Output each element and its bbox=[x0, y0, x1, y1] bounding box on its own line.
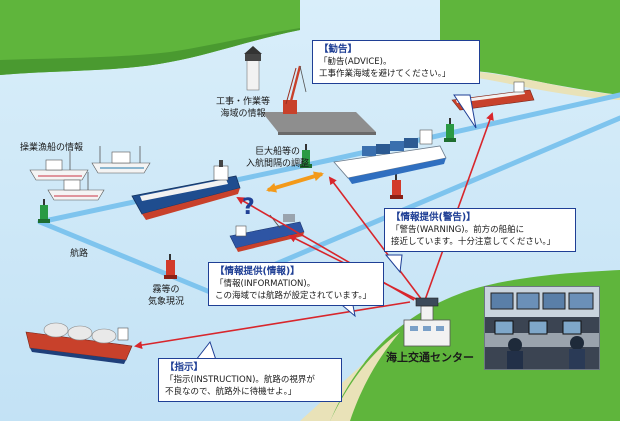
buoy-red-2 bbox=[390, 174, 403, 199]
small-cargo-ship bbox=[229, 214, 305, 252]
buoy-green-3 bbox=[444, 118, 456, 142]
question-mark: ? bbox=[242, 195, 255, 220]
lng-ship bbox=[25, 322, 133, 364]
cargo-ship-large bbox=[131, 160, 241, 220]
fog-weather-label: 霧等の 気象現況 bbox=[148, 285, 185, 307]
fishing-info-label: 操業漁船の情報 bbox=[20, 143, 84, 153]
tanker-ship bbox=[451, 81, 535, 111]
fishing-boat-2 bbox=[91, 146, 151, 174]
route-label: 航路 bbox=[70, 249, 89, 259]
large-vessel-label: 巨大船等の 入航間隔の調整 bbox=[246, 147, 310, 169]
construction-site bbox=[262, 65, 376, 135]
buoy-green-1 bbox=[38, 199, 50, 223]
container-ship bbox=[333, 129, 447, 184]
advice-callout: 【勧告】 「勧告(ADVICE)。 工事作業海域を避けてください。」 bbox=[312, 40, 480, 84]
information-callout: 【情報提供(情報)】 「情報(INFORMATION)。 この海域では航路が設定… bbox=[208, 262, 384, 306]
land-top-right bbox=[440, 0, 620, 95]
traffic-center-tower bbox=[403, 297, 451, 347]
traffic-center-label: 海上交通センター bbox=[386, 351, 474, 364]
warning-callout: 【情報提供(警告)】 「警告(WARNING)。前方の船舶に 接近しています。十… bbox=[384, 208, 576, 252]
control-room-photo bbox=[484, 286, 600, 370]
interval-adjust-arrow bbox=[266, 171, 324, 193]
land-top-left bbox=[0, 0, 300, 75]
lighthouse bbox=[244, 46, 262, 91]
instruction-callout: 【指示】 「指示(INSTRUCTION)。航路の視界が 不良なので、航路外に待… bbox=[158, 358, 342, 402]
buoy-red-1 bbox=[164, 254, 177, 279]
fishing-boat-3 bbox=[47, 172, 105, 201]
fishing-boat-1 bbox=[29, 150, 89, 181]
construction-info-label: 工事・作業等 海域の情報 bbox=[216, 97, 271, 119]
buoy-green-2 bbox=[300, 144, 312, 168]
